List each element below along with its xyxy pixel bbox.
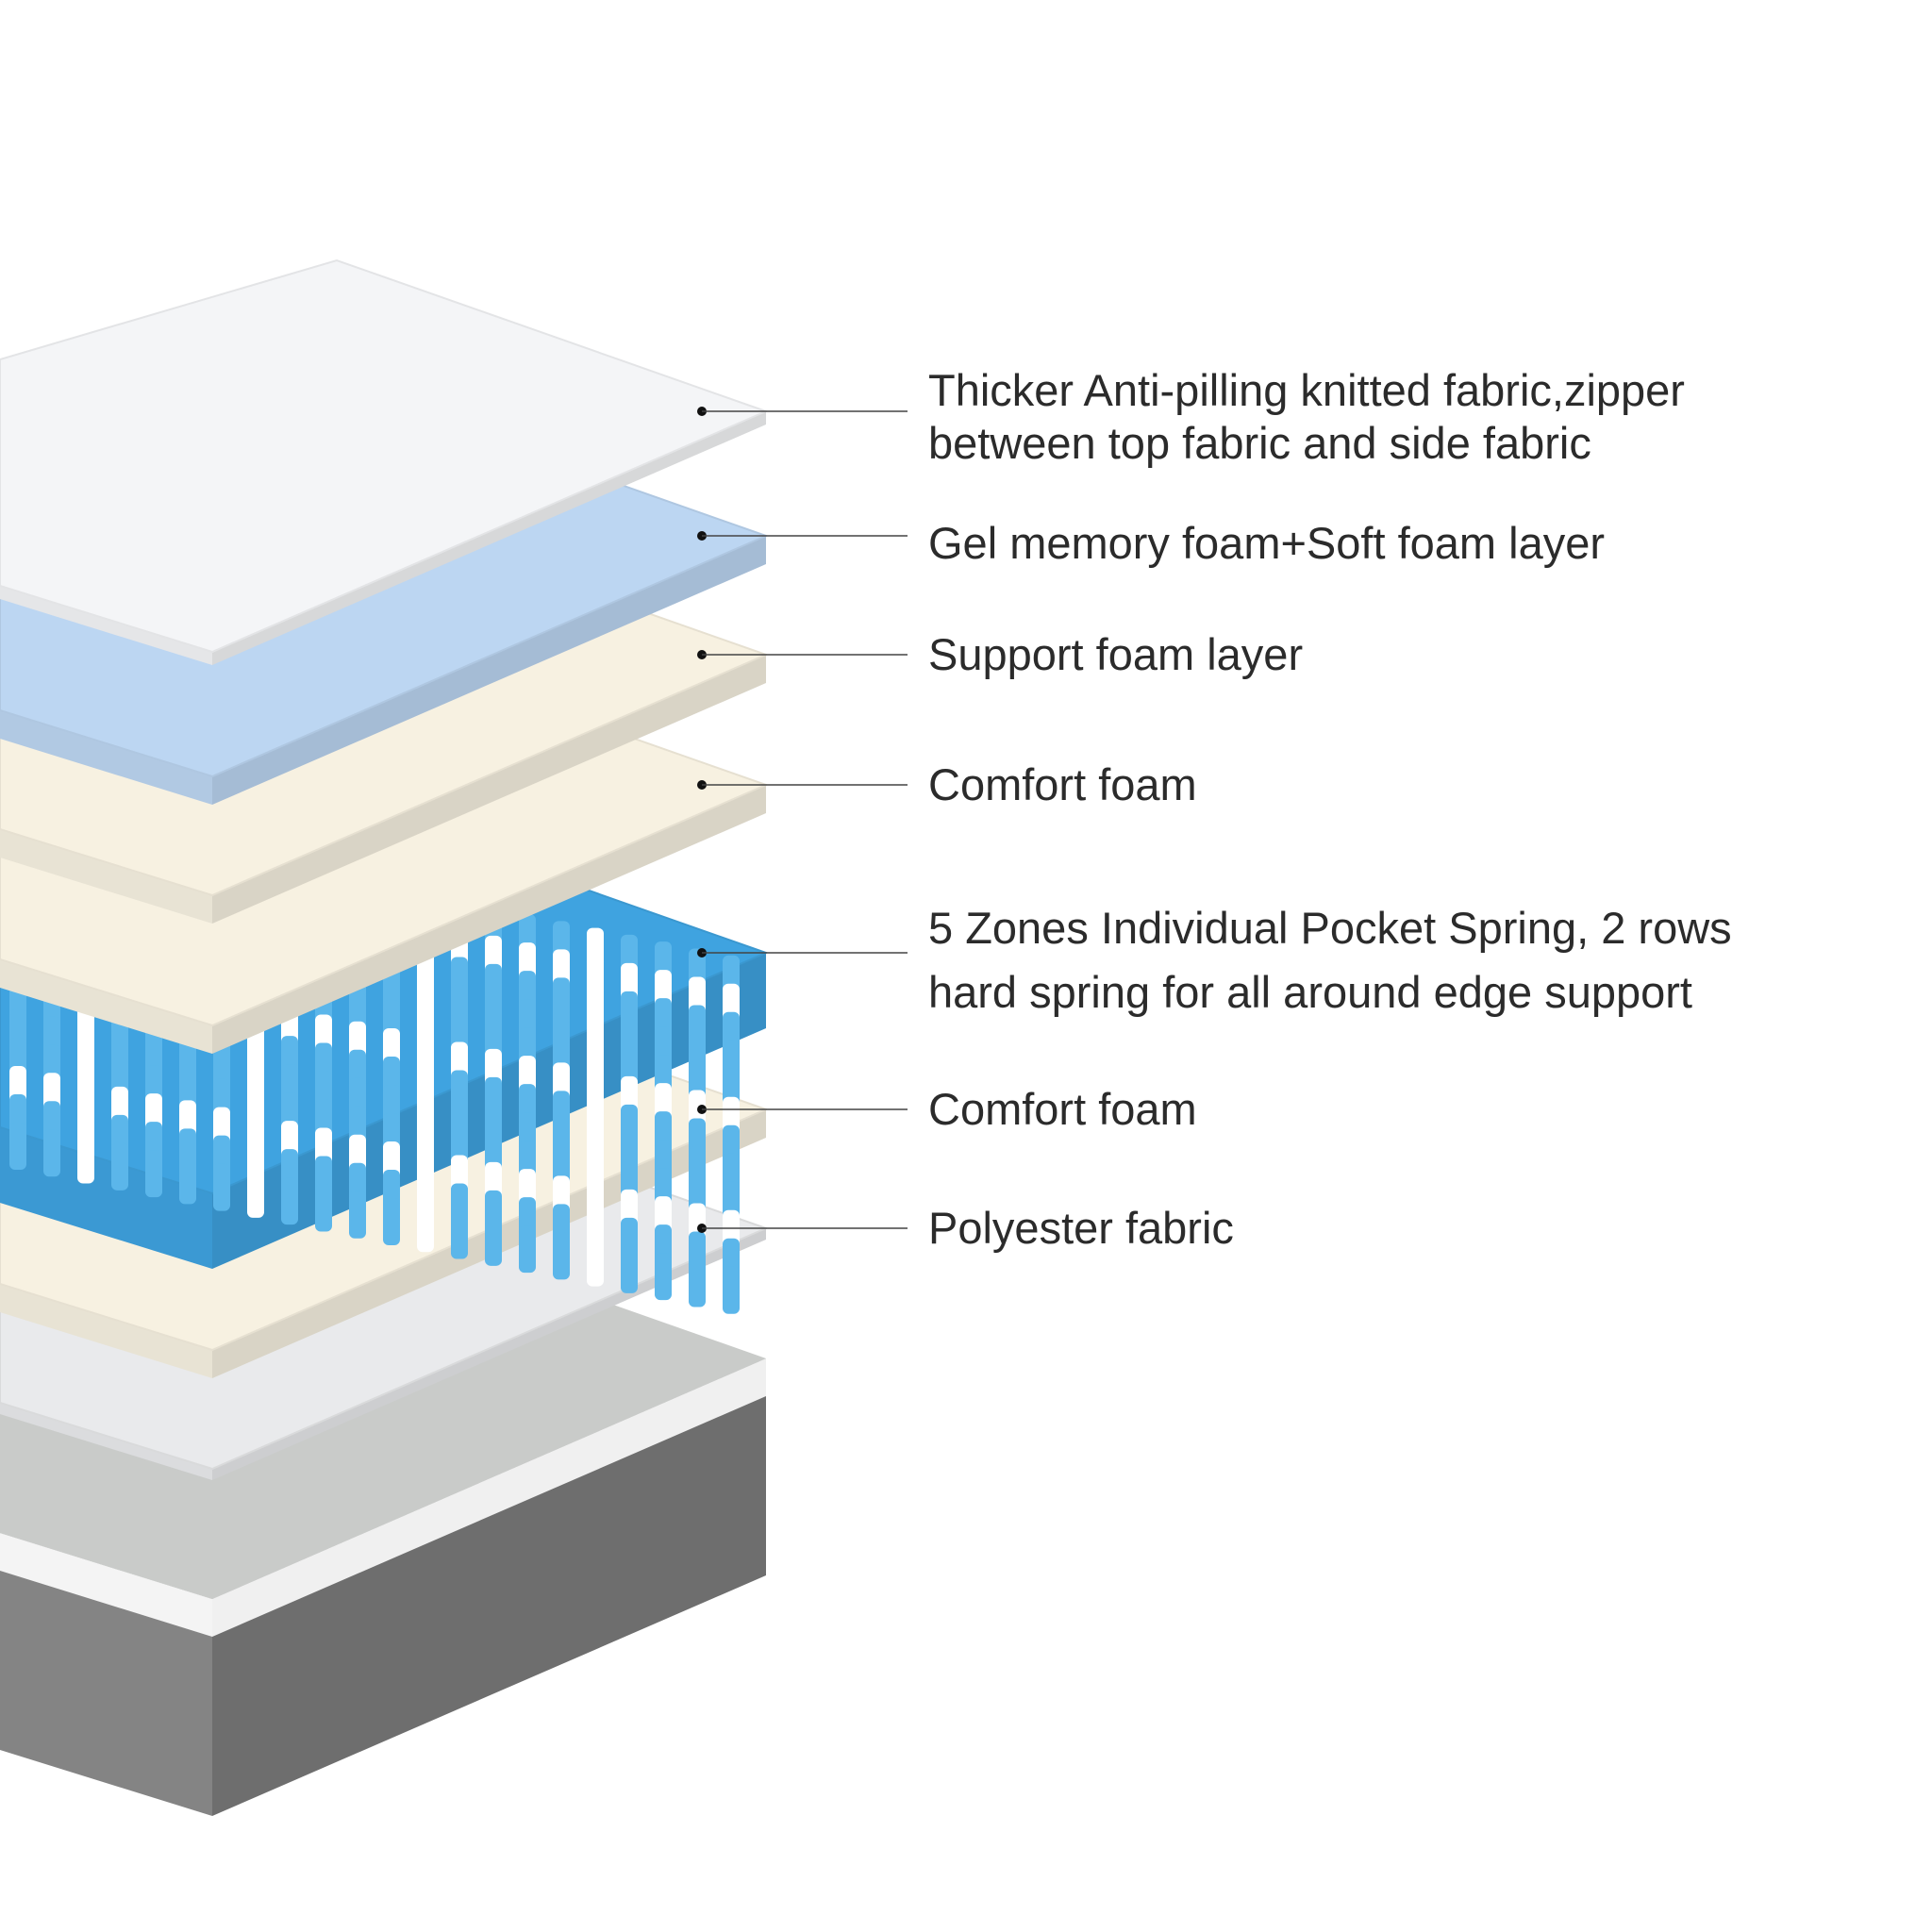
label-top-fabric: Thicker Anti-pilling knitted fabric,zipp… — [928, 364, 1685, 470]
spring-coil — [9, 1123, 26, 1170]
spring-coil — [485, 1218, 502, 1266]
label-comfort-foam-lower: Comfort foam — [928, 1083, 1197, 1136]
label-support-foam: Support foam layer — [928, 628, 1303, 681]
spring-coil — [655, 1253, 672, 1301]
spring-coil — [417, 1205, 434, 1253]
spring-coil — [519, 1225, 536, 1274]
label-line: Comfort foam — [928, 759, 1197, 809]
label-line: hard spring for all around edge support — [928, 967, 1692, 1017]
label-line: Polyester fabric — [928, 1203, 1234, 1253]
spring-coil — [77, 1136, 94, 1184]
label-line: Support foam layer — [928, 629, 1304, 679]
spring-coil — [553, 1232, 570, 1280]
spring-coil — [587, 1239, 604, 1287]
label-line: 5 Zones Individual Pocket Spring, 2 rows — [928, 903, 1732, 953]
spring-coil — [43, 1129, 60, 1177]
spring-coil — [213, 1163, 230, 1211]
label-pocket-spring: 5 Zones Individual Pocket Spring, 2 rows… — [928, 896, 1732, 1024]
spring-coil — [723, 1266, 740, 1314]
spring-coil — [451, 1211, 468, 1259]
spring-coil — [179, 1157, 196, 1205]
label-line: Comfort foam — [928, 1084, 1197, 1134]
label-polyester-fabric: Polyester fabric — [928, 1202, 1234, 1255]
spring-coil — [111, 1142, 128, 1191]
spring-coil — [281, 1177, 298, 1225]
label-line: between top fabric and side fabric — [928, 418, 1591, 468]
label-line: Thicker Anti-pilling knitted fabric,zipp… — [928, 365, 1685, 415]
label-gel-memory-foam: Gel memory foam+Soft foam layer — [928, 517, 1605, 570]
spring-coil — [689, 1259, 706, 1307]
spring-coil — [145, 1150, 162, 1198]
label-line: Gel memory foam+Soft foam layer — [928, 518, 1606, 568]
mattress-layer-1 — [0, 258, 769, 665]
spring-coil — [349, 1191, 366, 1239]
spring-coil — [621, 1245, 638, 1293]
spring-coil — [247, 1170, 264, 1218]
label-comfort-foam-upper: Comfort foam — [928, 758, 1197, 811]
spring-coil — [315, 1184, 332, 1232]
spring-coil — [383, 1198, 400, 1245]
